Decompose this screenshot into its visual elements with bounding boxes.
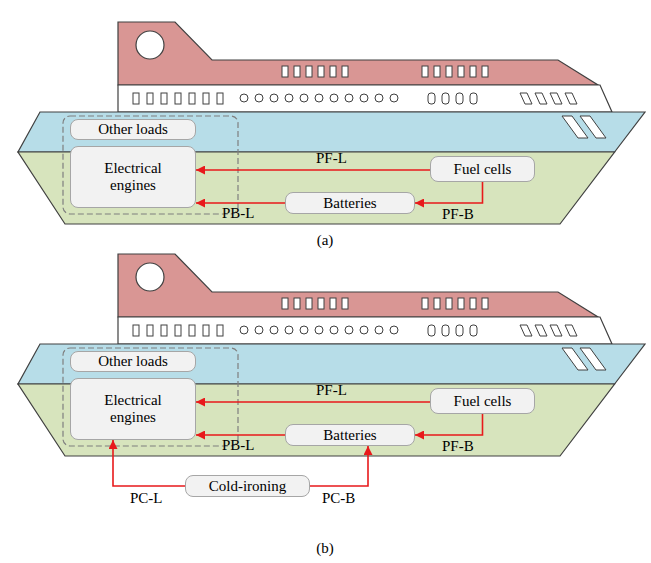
power-flow-arrow [196, 434, 285, 436]
ship-a [18, 22, 645, 224]
power-flow-arrow [196, 202, 285, 204]
power-flow-arrow [113, 440, 185, 486]
power-flow-label: PF-L [316, 150, 347, 167]
power-flow-label: PF-L [316, 382, 347, 399]
power-flow-label: PF-B [442, 206, 474, 223]
component-box: Batteries [285, 192, 415, 214]
component-box: Fuel cells [430, 388, 535, 414]
component-box: Fuel cells [430, 156, 535, 182]
power-flow-label: PB-L [222, 205, 255, 222]
box-label: Cold-ironing [209, 478, 287, 495]
power-flow-label: PC-L [130, 490, 163, 507]
power-flow-arrow [310, 446, 368, 486]
box-label: Electrical engines [88, 392, 178, 426]
box-label: Batteries [323, 195, 376, 212]
panel-label: (b) [316, 540, 334, 557]
power-flow-arrow [196, 169, 430, 171]
component-box: Other loads [70, 351, 196, 372]
panel-label: (a) [317, 232, 334, 249]
box-label: Fuel cells [454, 161, 512, 178]
box-label: Fuel cells [454, 393, 512, 410]
component-box: Batteries [285, 424, 415, 446]
component-box: Other loads [70, 119, 196, 140]
box-label: Other loads [98, 121, 168, 138]
power-flow-label: PF-B [442, 438, 474, 455]
box-label: Other loads [98, 353, 168, 370]
power-flow-label: PB-L [222, 437, 255, 454]
component-box: Electrical engines [70, 146, 196, 208]
component-box: Cold-ironing [185, 475, 310, 497]
power-flow-arrow [415, 414, 483, 435]
power-flow-label: PC-B [322, 490, 355, 507]
ship-b [18, 254, 645, 456]
component-box: Electrical engines [70, 378, 196, 440]
power-flow-arrow [196, 401, 430, 403]
box-label: Electrical engines [88, 160, 178, 194]
power-flow-arrow [415, 182, 483, 203]
box-label: Batteries [323, 427, 376, 444]
